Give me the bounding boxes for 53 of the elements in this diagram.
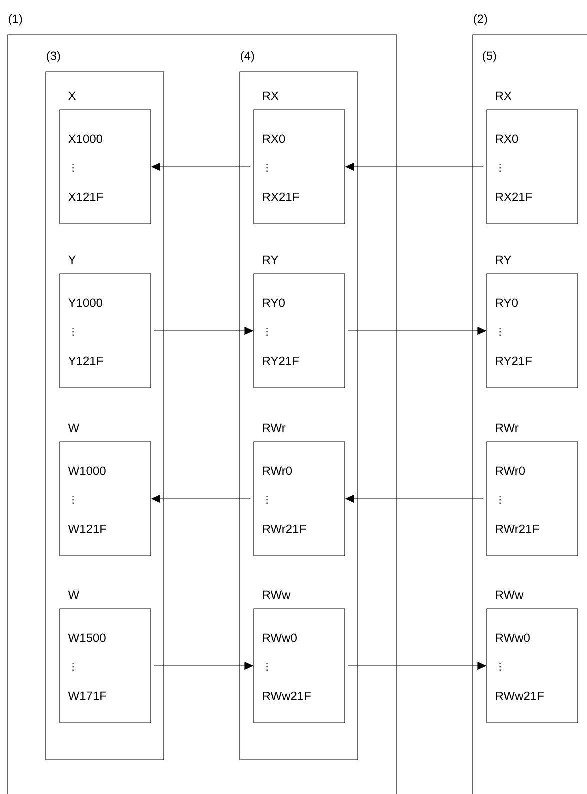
device-number: (5) <box>483 51 496 63</box>
end-address: RWr21F <box>496 524 540 534</box>
vertical-ellipsis: ⋮ <box>266 328 268 336</box>
start-address: W1500 <box>68 634 106 642</box>
end-address: Y121F <box>68 356 104 366</box>
end-address: RWw21F <box>496 692 544 700</box>
start-address: Y1000 <box>68 298 103 308</box>
vertical-ellipsis: ⋮ <box>72 164 74 172</box>
device-type-label: RX <box>496 92 512 100</box>
vertical-ellipsis: ⋮ <box>500 496 501 504</box>
end-address: W121F <box>68 524 106 534</box>
station-number: (1) <box>9 14 22 26</box>
station-number: (2) <box>474 14 488 26</box>
vertical-ellipsis: ⋮ <box>72 662 74 672</box>
device-type-label: RY <box>496 256 512 264</box>
vertical-ellipsis: ⋮ <box>72 496 74 504</box>
start-address: RWr0 <box>496 466 526 476</box>
device-type-label: RY <box>263 256 278 264</box>
start-address: X1000 <box>68 134 103 144</box>
end-address: W171F <box>68 692 106 700</box>
end-address: RY21F <box>496 356 532 366</box>
device-type-label: RX <box>263 92 279 100</box>
end-address: X121F <box>68 192 104 202</box>
start-address: RY0 <box>496 298 518 308</box>
vertical-ellipsis: ⋮ <box>500 328 501 336</box>
start-address: W1000 <box>68 466 106 476</box>
vertical-ellipsis: ⋮ <box>500 662 501 672</box>
device-number: (4) <box>241 51 254 63</box>
device-type-label: RWw <box>496 590 524 600</box>
end-address: RWw21F <box>263 692 311 700</box>
start-address: RY0 <box>263 298 285 308</box>
start-address: RWw0 <box>496 634 530 642</box>
vertical-ellipsis: ⋮ <box>266 496 268 504</box>
end-address: RX21F <box>263 192 300 202</box>
device-number: (3) <box>47 51 60 63</box>
device-type-label: RWw <box>263 590 291 600</box>
vertical-ellipsis: ⋮ <box>266 164 268 172</box>
end-address: RY21F <box>263 356 299 366</box>
start-address: RX0 <box>263 134 286 144</box>
vertical-ellipsis: ⋮ <box>266 662 268 672</box>
device-type-label: RWr <box>263 424 286 432</box>
device-type-label: W <box>68 424 80 432</box>
device-type-label: X <box>68 92 76 100</box>
start-address: RWw0 <box>263 634 297 642</box>
vertical-ellipsis: ⋮ <box>72 328 74 336</box>
start-address: RX0 <box>496 134 518 144</box>
device-type-label: W <box>68 590 80 600</box>
device-type-label: RWr <box>496 424 519 432</box>
end-address: RX21F <box>496 192 532 202</box>
device-type-label: Y <box>68 256 76 264</box>
end-address: RWr21F <box>263 524 306 534</box>
start-address: RWr0 <box>263 466 292 476</box>
vertical-ellipsis: ⋮ <box>500 164 501 172</box>
